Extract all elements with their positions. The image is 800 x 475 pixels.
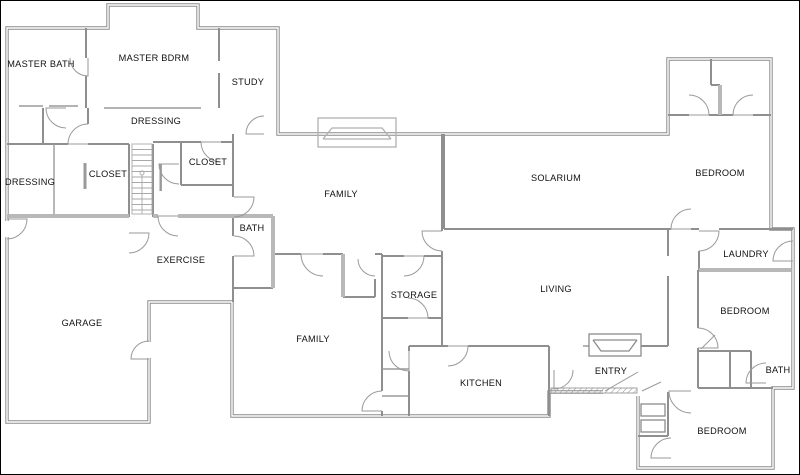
room-label-bedroom-top: BEDROOM: [695, 168, 744, 178]
closet-rod: [83, 163, 87, 189]
room-label-closet-mid: CLOSET: [189, 157, 227, 167]
room-label-solarium: SOLARIUM: [531, 173, 581, 183]
entry-fireplace: [583, 333, 642, 357]
room-label-study: STUDY: [232, 77, 264, 87]
interior-walls: [7, 28, 793, 437]
family-fireplace: [317, 117, 397, 148]
closet-rods: [83, 163, 162, 191]
room-label-entry: ENTRY: [595, 366, 627, 376]
garage-interior-door-opening: [145, 342, 153, 358]
entry-threshold-hatch: [550, 387, 638, 394]
thick-walls: [7, 85, 791, 297]
door-arcs: [6, 57, 794, 459]
room-label-laundry: LAUNDRY: [723, 249, 769, 259]
room-label-family-lower: FAMILY: [296, 334, 330, 344]
exterior-walls: [3, 3, 795, 470]
room-labels: MASTER BATH MASTER BDRM STUDY DRESSING D…: [5, 53, 790, 436]
room-label-garage: GARAGE: [62, 318, 103, 328]
room-label-closet-left: CLOSET: [89, 169, 127, 179]
room-label-bath-mid: BATH: [240, 223, 265, 233]
room-label-dressing-top: DRESSING: [131, 116, 181, 126]
closet-rod: [159, 164, 162, 191]
room-label-exercise: EXERCISE: [157, 255, 205, 265]
room-label-bedroom-bottom: BEDROOM: [697, 426, 746, 436]
garage-side-door-opening: [3, 221, 11, 237]
room-label-kitchen: KITCHEN: [460, 378, 502, 388]
room-label-dressing-left: DRESSING: [5, 177, 55, 187]
room-label-storage: STORAGE: [391, 290, 438, 300]
closet-shelves: [640, 403, 666, 433]
room-label-bedroom-mid: BEDROOM: [720, 306, 769, 316]
room-label-master-bdrm: MASTER BDRM: [119, 53, 190, 63]
room-label-living: LIVING: [540, 284, 572, 294]
staircase: [131, 143, 153, 215]
room-label-family-upper: FAMILY: [324, 189, 358, 199]
room-label-bath-right: BATH: [766, 365, 791, 375]
room-label-master-bath: MASTER BATH: [7, 59, 74, 69]
